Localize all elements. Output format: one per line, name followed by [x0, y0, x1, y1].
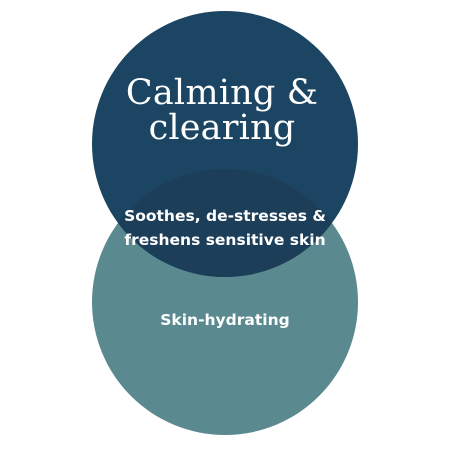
bottom-circle-label: Skin-hydrating	[160, 311, 289, 329]
overlap-region	[92, 169, 358, 277]
overlap-label-line-1: Soothes, de-stresses &	[124, 207, 326, 225]
overlap-label-line-2: freshens sensitive skin	[124, 231, 325, 249]
top-circle-label-line-2: clearing	[149, 108, 296, 148]
top-circle-label-line-1: Calming &	[126, 73, 318, 113]
